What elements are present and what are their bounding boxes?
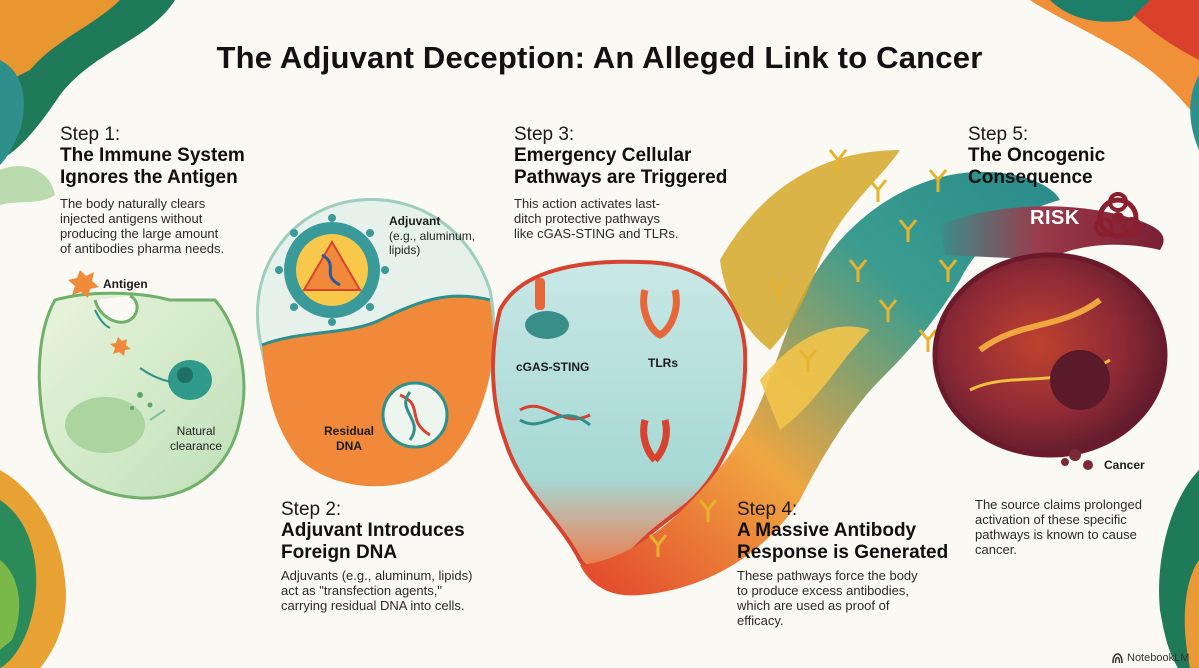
step3-body-line2: ditch protective pathways — [514, 211, 660, 226]
step4-body-line2: to produce excess antibodies, — [737, 583, 909, 598]
step5-label: Step 5: — [968, 124, 1029, 145]
step5-body-line2: activation of these specific — [975, 512, 1127, 527]
step5-body-line3: pathways is known to cause — [975, 527, 1137, 542]
step1-heading-line1: The Immune System — [60, 145, 245, 166]
corner-decoration-top-left — [0, 0, 175, 205]
step5-heading-line2: Consequence — [968, 167, 1093, 188]
step4-heading-line2: Response is Generated — [737, 542, 949, 563]
step3-heading-line2: Pathways are Triggered — [514, 167, 728, 188]
step4-label: Step 4: — [737, 499, 798, 520]
step4-body-line3: which are used as proof of — [737, 598, 890, 613]
step4-body-line1: These pathways force the body — [737, 568, 918, 583]
step1-body-line4: of antibodies pharma needs. — [60, 241, 225, 256]
risk-label: RISK — [1030, 207, 1080, 229]
step5-illustration — [932, 192, 1168, 470]
step1-body-line3: producing the large amount — [60, 226, 219, 241]
step3-body-line3: like cGAS-STING and TLRs. — [514, 226, 679, 241]
step1-body-line1: The body naturally clears — [60, 196, 206, 211]
cancer-label: Cancer — [1104, 458, 1145, 472]
step5-heading-line1: The Oncogenic — [968, 145, 1106, 166]
step3-label: Step 3: — [514, 124, 575, 145]
step2-heading-line1: Adjuvant Introduces — [281, 520, 465, 541]
biohazard-icon — [1094, 192, 1142, 239]
residual-dna-label-line2: DNA — [336, 439, 362, 453]
tlrs-label: TLRs — [648, 356, 678, 370]
residual-dna-label-line1: Residual — [323, 424, 374, 438]
natural-clearance-label-line2: clearance — [169, 439, 223, 453]
step2-body-line2: act as "transfection agents," — [281, 583, 442, 598]
page-title: The Adjuvant Deception: An Alleged Link … — [216, 40, 983, 75]
adjuvant-label: Adjuvant — [389, 214, 441, 228]
step5-body-line1: The source claims prolonged — [975, 497, 1142, 512]
branding: NotebookLM — [1112, 652, 1189, 664]
corner-decoration-bottom-right — [1159, 470, 1199, 668]
step1-body-line2: injected antigens without — [60, 211, 203, 226]
adjuvant-examples-line1: (e.g., aluminum, — [389, 229, 476, 243]
step1-label: Step 1: — [60, 124, 121, 145]
branding-text: NotebookLM — [1127, 652, 1190, 664]
step2-illustration — [256, 198, 496, 487]
step4-body-line4: efficacy. — [737, 613, 784, 628]
antigen-icon — [68, 270, 99, 298]
antigen-label: Antigen — [103, 277, 148, 291]
step3-illustration — [491, 259, 748, 574]
step4-heading-line1: A Massive Antibody — [737, 520, 917, 541]
step1-illustration — [37, 270, 246, 500]
step2-heading-line2: Foreign DNA — [281, 542, 398, 563]
step4-antibody-stream — [580, 149, 1060, 596]
corner-decoration-top-right — [1030, 0, 1199, 150]
natural-clearance-label-line1: Natural — [176, 424, 216, 438]
receptor-icon — [535, 278, 545, 310]
step1-heading-line2: Ignores the Antigen — [60, 167, 238, 188]
adjuvant-examples-line2: lipids) — [389, 243, 421, 257]
step3-body-line1: This action activates last- — [514, 196, 660, 211]
step5-body-line4: cancer. — [975, 542, 1017, 557]
cgas-sting-label: cGAS-STING — [516, 360, 590, 374]
step2-body-line3: carrying residual DNA into cells. — [281, 598, 465, 613]
step3-heading-line1: Emergency Cellular — [514, 145, 692, 166]
notebooklm-logo-icon — [1112, 652, 1123, 663]
step2-label: Step 2: — [281, 499, 342, 520]
step2-body-line1: Adjuvants (e.g., aluminum, lipids) — [281, 568, 473, 583]
corner-decoration-bottom-left — [0, 470, 66, 668]
